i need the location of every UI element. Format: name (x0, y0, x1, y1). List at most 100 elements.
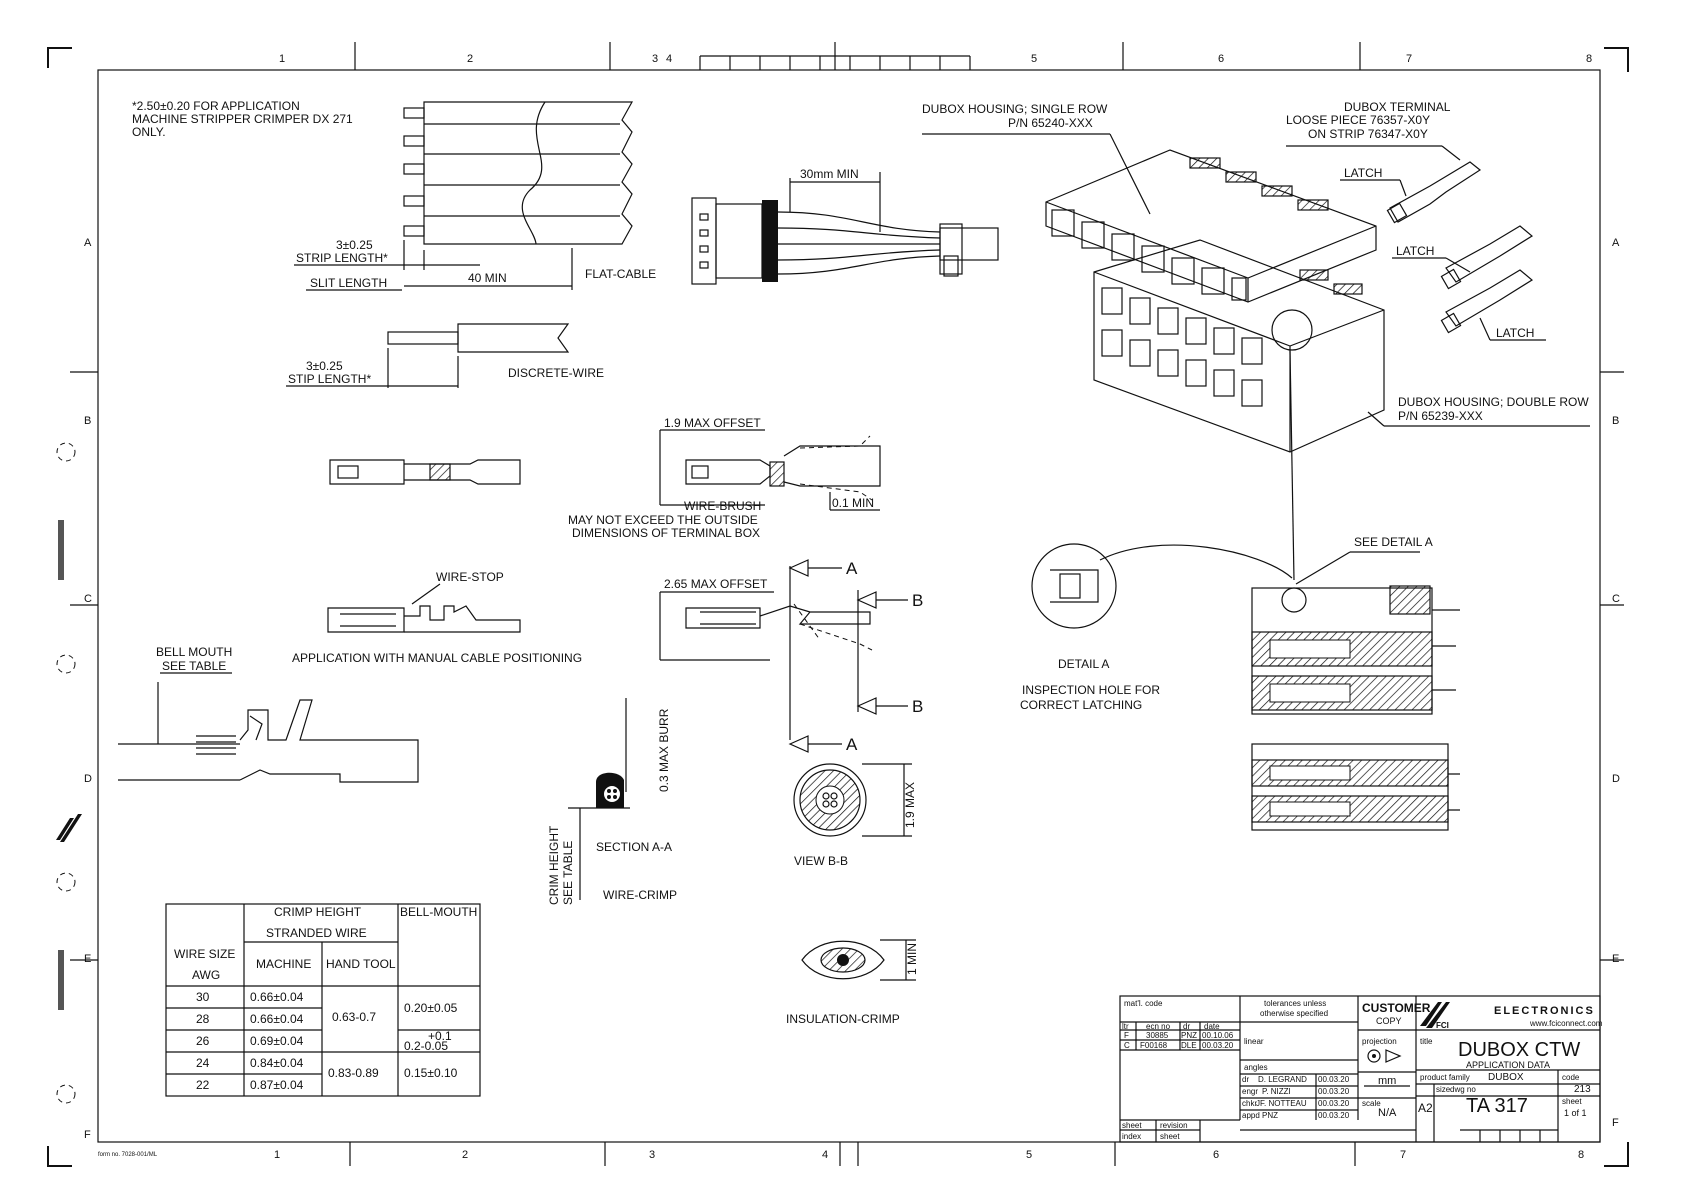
zone-number: 3 (649, 1149, 655, 1161)
insulation-crimp-label: INSULATION-CRIMP (786, 1012, 900, 1026)
tb-name: JF. NOTTEAU (1256, 1099, 1307, 1108)
tb-label: product family (1420, 1073, 1470, 1082)
zone-letter: F (84, 1129, 91, 1141)
note-line: MACHINE STRIPPER CRIMPER DX 271 (132, 112, 353, 126)
table-cell: 26 (196, 1034, 210, 1048)
fci-logo-icon (1420, 1002, 1442, 1026)
zone-number: 3 (652, 53, 658, 65)
max-offset-2-label: 2.65 MAX OFFSET (664, 577, 768, 591)
ribbon-connector-drawing (691, 172, 999, 285)
tb-cell: 00.03.20 (1202, 1041, 1234, 1050)
table-cell: 0.20±0.05 (404, 1001, 458, 1015)
discrete-wire-label: DISCRETE-WIRE (508, 366, 604, 380)
tb-date: 00.03.20 (1318, 1099, 1350, 1108)
wire-stop-label: WIRE-STOP (436, 570, 504, 584)
zone-number: 6 (1218, 53, 1224, 65)
zone-number: 5 (1026, 1149, 1032, 1161)
tb-cell: F00168 (1140, 1041, 1168, 1050)
tb-code: 213 (1574, 1084, 1591, 1095)
strip-length-label: STRIP LENGTH* (296, 251, 388, 265)
title-block-lines (1119, 995, 1601, 1143)
terminal-offset-drawing (659, 429, 881, 511)
bell-mouth-label: BELL MOUTH (156, 645, 232, 659)
tb-cell: PNZ (1181, 1031, 1197, 1040)
table-cell: 28 (196, 1012, 210, 1026)
tb-sheet: 1 of 1 (1564, 1108, 1587, 1118)
crimp-height-see-table: SEE TABLE (561, 841, 575, 905)
tb-label: date (1204, 1022, 1220, 1031)
tb-label: mat'l. code (1124, 999, 1163, 1008)
zone-letter: E (1612, 953, 1619, 965)
zone-letter: E (84, 953, 91, 965)
double-row-housing (1093, 239, 1385, 453)
tb-title: DUBOX CTW (1458, 1039, 1580, 1061)
housing-double-label: DUBOX HOUSING; DOUBLE ROW (1398, 395, 1589, 409)
tb-label: linear (1244, 1037, 1264, 1046)
zone-letter: A (84, 237, 92, 249)
zone-number: 1 (279, 53, 285, 65)
wire-brush-label: WIRE-BRUSH (684, 499, 761, 513)
zone-number: 2 (462, 1149, 468, 1161)
tb-role: engr (1242, 1087, 1258, 1096)
strip-length-value: 3±0.25 (306, 359, 343, 373)
table-cell: 0.15±0.10 (404, 1066, 458, 1080)
tb-label: revision (1160, 1121, 1188, 1130)
corner-marks (47, 47, 1629, 1167)
min-30-label: 30mm MIN (800, 167, 859, 181)
tb-scale-value: N/A (1378, 1107, 1397, 1119)
latch-label: LATCH (1396, 244, 1434, 258)
flat-cable-drawing (403, 101, 634, 290)
view-bb-drawing (793, 763, 912, 837)
detail-assembly-top (1251, 585, 1460, 715)
tb-label: sheet (1562, 1097, 1582, 1106)
table-cell: 0.63-0.7 (332, 1010, 376, 1024)
terminal-loose: LOOSE PIECE 76357-X0Y (1286, 113, 1430, 127)
tb-label: title (1420, 1037, 1433, 1046)
tb-date: 00.03.20 (1318, 1075, 1350, 1084)
section-aa-drawing (568, 698, 630, 900)
tb-label: sheet (1160, 1132, 1180, 1141)
max-burr-label: 0.3 MAX BURR (657, 708, 671, 792)
inspection-line: INSPECTION HOLE FOR (1022, 683, 1160, 697)
tb-role: appd (1242, 1111, 1260, 1120)
tb-copy: COPY (1376, 1016, 1402, 1026)
tb-label: ecn no (1146, 1022, 1171, 1031)
tb-label: index (1122, 1132, 1141, 1141)
zone-letter: B (84, 415, 91, 427)
tb-label: ltr (1122, 1022, 1129, 1031)
zone-number: 6 (1213, 1149, 1219, 1161)
table-cell: 22 (196, 1078, 210, 1092)
zone-letter: C (84, 593, 92, 605)
section-letter-b: B (912, 697, 923, 716)
zone-letter: B (1612, 415, 1619, 427)
tb-label: scale (1362, 1099, 1381, 1108)
section-arrow-b-bottom (856, 697, 908, 715)
tb-name: PNZ (1262, 1111, 1278, 1120)
zone-letter: D (1612, 773, 1620, 785)
zone-ticks (70, 42, 1624, 1166)
bell-mouth-drawing (118, 682, 419, 783)
see-detail-label: SEE DETAIL A (1354, 535, 1433, 549)
detail-a-label: DETAIL A (1058, 657, 1109, 671)
table-cell: 0.83-0.89 (328, 1066, 379, 1080)
table-cell: 0.66±0.04 (250, 990, 304, 1004)
section-letter-a: A (846, 735, 858, 754)
tb-name: P. NIZZI (1262, 1087, 1291, 1096)
zone-number: 4 (666, 53, 672, 65)
table-cell: 0.69±0.04 (250, 1034, 304, 1048)
table-header: WIRE SIZE (174, 947, 235, 961)
housing-single-label: DUBOX HOUSING; SINGLE ROW (922, 102, 1108, 116)
manual-application-label: APPLICATION WITH MANUAL CABLE POSITIONIN… (292, 651, 582, 665)
zone-number: 1 (274, 1149, 280, 1161)
tb-label: dr (1183, 1022, 1190, 1031)
tb-date: 00.03.20 (1318, 1111, 1350, 1120)
bell-mouth-see-table: SEE TABLE (162, 659, 226, 673)
tb-cell: 30885 (1146, 1031, 1169, 1040)
tb-role: chkr (1242, 1099, 1257, 1108)
table-header: HAND TOOL (326, 957, 396, 971)
section-arrow-b-top (856, 591, 908, 609)
not-exceed-line: MAY NOT EXCEED THE OUTSIDE (568, 513, 758, 527)
leader-lines (922, 133, 1590, 585)
tb-label: projection (1362, 1037, 1397, 1046)
inspection-line: CORRECT LATCHING (1020, 698, 1142, 712)
